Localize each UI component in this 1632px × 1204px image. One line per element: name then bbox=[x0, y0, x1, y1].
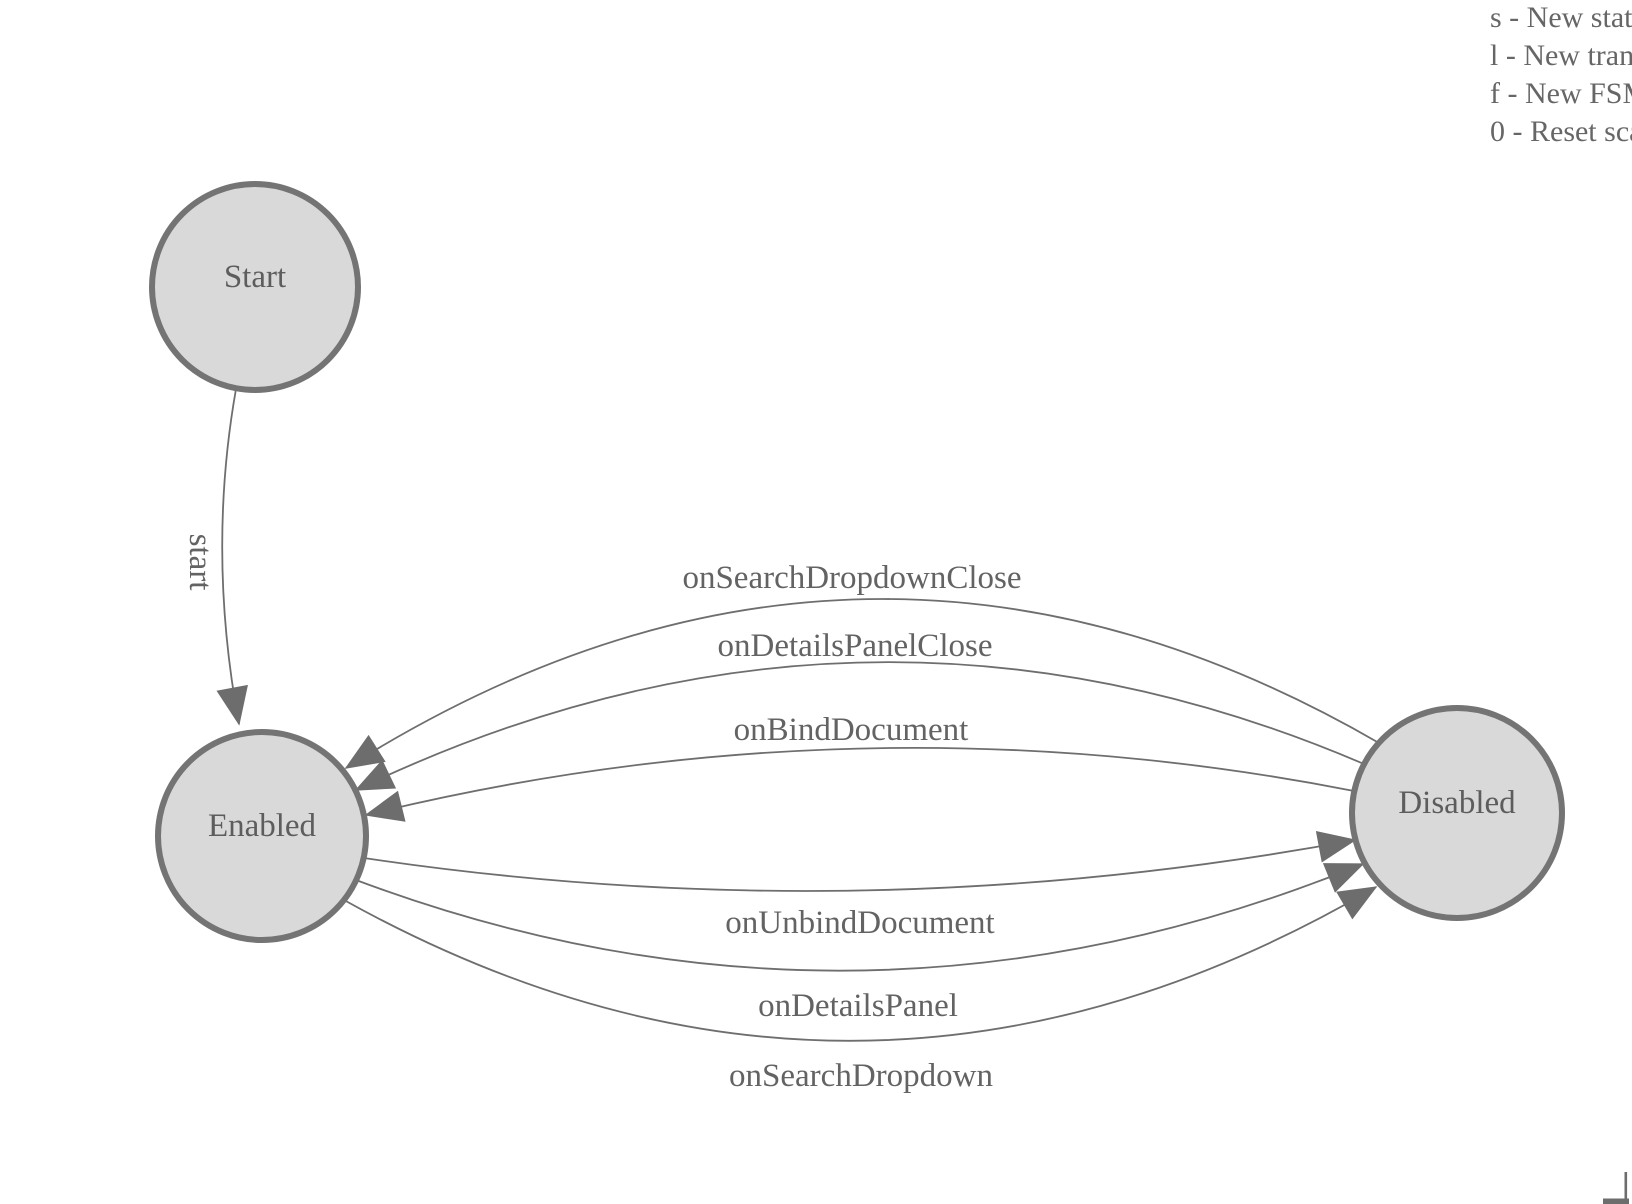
state-label-start[interactable]: Start bbox=[224, 259, 286, 295]
transition-label-start[interactable]: start bbox=[182, 534, 218, 591]
transition-edge-onunbinddocument[interactable] bbox=[363, 830, 1357, 892]
state-label-enabled[interactable]: Enabled bbox=[208, 808, 317, 844]
transition-label-ondetailspanelclose[interactable]: onDetailsPanelClose bbox=[718, 628, 993, 664]
legend-line-new-transition: l - New tran bbox=[1490, 39, 1632, 72]
transition-edge-ondetailspanel[interactable] bbox=[355, 863, 1365, 972]
state-circle-start[interactable] bbox=[149, 181, 361, 393]
state-node-disabled[interactable]: Disabled bbox=[1349, 705, 1565, 921]
transition-edge-onsearchdropdown[interactable] bbox=[343, 886, 1378, 1042]
transition-label-ondetailspanel[interactable]: onDetailsPanel bbox=[758, 988, 958, 1024]
canvas-corner-mark bbox=[1603, 1172, 1629, 1204]
transition-edge-onsearchdropdownclose[interactable] bbox=[344, 598, 1380, 769]
state-circle-disabled[interactable] bbox=[1349, 705, 1565, 921]
transition-label-onsearchdropdown[interactable]: onSearchDropdown bbox=[729, 1058, 993, 1094]
legend-line-new-state: s - New stat bbox=[1490, 1, 1632, 34]
transition-label-onbinddocument[interactable]: onBindDocument bbox=[734, 712, 969, 748]
transition-edge-onbinddocument[interactable] bbox=[364, 746, 1355, 822]
legend-line-new-fsm: f - New FSM bbox=[1490, 77, 1632, 110]
state-node-enabled[interactable]: Enabled bbox=[155, 729, 369, 943]
state-circle-enabled[interactable] bbox=[155, 729, 369, 943]
state-node-start[interactable]: Start bbox=[149, 181, 361, 393]
legend-line-reset-scale: 0 - Reset sca bbox=[1490, 115, 1632, 148]
shortcut-legend: s - New stat l - New tran f - New FSM 0 … bbox=[1490, 1, 1632, 148]
transition-edge-start[interactable] bbox=[216, 388, 248, 726]
transition-edge-ondetailspanelclose[interactable] bbox=[354, 661, 1365, 791]
state-label-disabled[interactable]: Disabled bbox=[1398, 785, 1516, 821]
corner-mark-horizontal bbox=[1603, 1198, 1629, 1204]
corner-mark-vertical bbox=[1624, 1172, 1628, 1199]
transition-label-onunbinddocument[interactable]: onUnbindDocument bbox=[725, 905, 994, 941]
transition-label-onsearchdropdownclose[interactable]: onSearchDropdownClose bbox=[682, 560, 1021, 596]
transition-edges bbox=[216, 388, 1380, 1042]
transition-labels: start onSearchDropdownClose onDetailsPan… bbox=[182, 534, 1022, 1094]
